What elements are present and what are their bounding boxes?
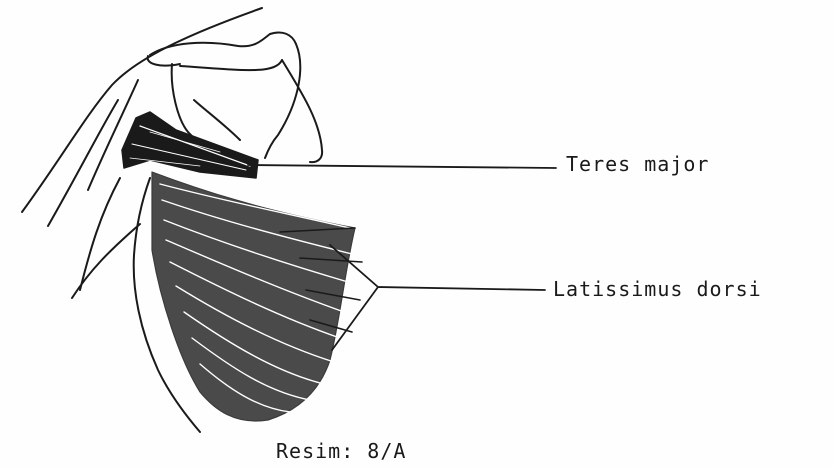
teres-major-muscle <box>122 112 258 178</box>
teres-major-label: Teres major <box>566 154 709 174</box>
latissimus-dorsi-leader-line <box>330 245 545 350</box>
teres-major-leader-line <box>248 165 556 168</box>
latissimus-dorsi-muscle <box>152 172 362 421</box>
figure-caption: Resim: 8/A <box>276 441 406 461</box>
acromion-outline <box>148 32 296 65</box>
latissimus-dorsi-label: Latissimus dorsi <box>553 279 762 299</box>
